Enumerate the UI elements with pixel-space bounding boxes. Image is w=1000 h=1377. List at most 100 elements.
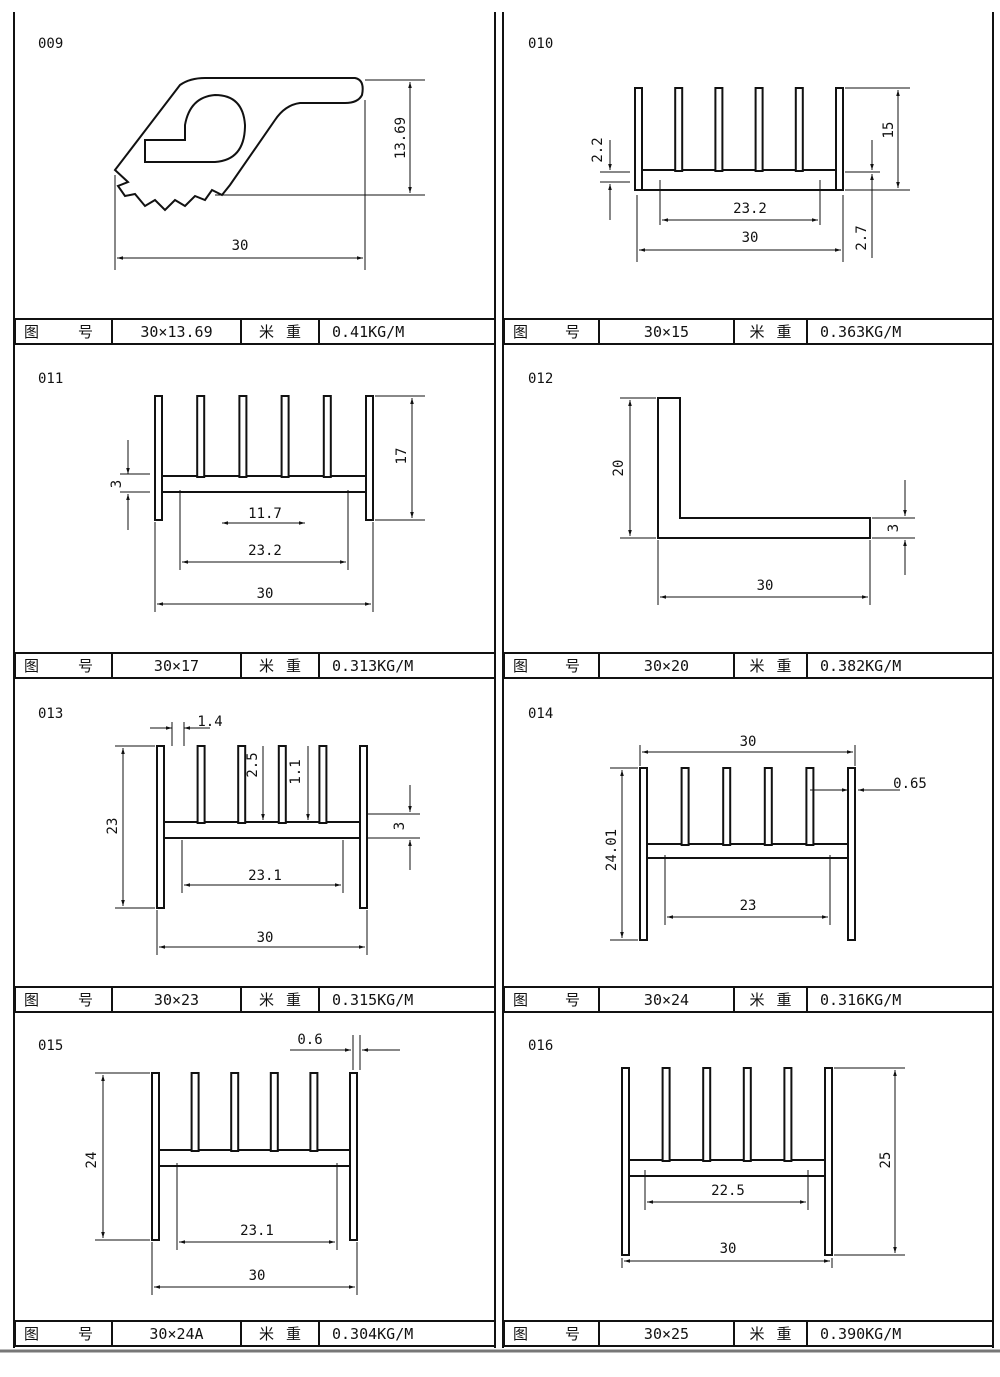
sheet-frame (0, 12, 1000, 1353)
title-block-row: 图号 30×23 米重 0.315KG/M (14, 986, 496, 1013)
profile-014-fin (847, 767, 856, 941)
figure-no-label: 图号 (505, 320, 600, 343)
weight-label: 米重 (242, 654, 320, 677)
dimension-label: 3 (109, 480, 125, 488)
profile-011-fin (280, 395, 290, 478)
profile-014-fin (639, 767, 648, 941)
weight-value: 0.41KG/M (332, 322, 405, 341)
profile-014-fin (680, 767, 690, 846)
figure-no-value: 30×20 (600, 654, 735, 677)
dimension-label: 11.7 (248, 506, 282, 522)
label-char: 图 (24, 1325, 40, 1343)
dimension-label: 30 (742, 230, 759, 246)
dimension-label: 30 (257, 586, 274, 602)
title-block-row: 图号 30×15 米重 0.363KG/M (503, 318, 994, 345)
label-char: 重 (286, 1325, 302, 1343)
dimension-label: 0.65 (893, 776, 927, 792)
label-char: 重 (776, 1325, 792, 1343)
profile-id: 015 (38, 1038, 63, 1054)
label-char: 米 (258, 657, 274, 675)
dimension-label: 0.6 (297, 1032, 322, 1048)
label-char: 米 (258, 323, 274, 341)
label-char: 图 (513, 657, 529, 675)
dimension-label: 2.7 (854, 225, 870, 250)
dimension-label: 13.69 (393, 117, 409, 159)
profile-011-fin (154, 395, 163, 521)
label-char: 图 (513, 1325, 529, 1343)
title-block-row: 图号 30×24 米重 0.316KG/M (503, 986, 994, 1013)
label-char: 图 (513, 323, 529, 341)
label-char: 号 (564, 323, 580, 341)
profile-015-fin (151, 1072, 160, 1241)
weight-label: 米重 (242, 988, 320, 1011)
label-char: 图 (24, 991, 40, 1009)
profile-016-fin (783, 1067, 793, 1162)
label-char: 号 (77, 323, 93, 341)
figure-no-label: 图号 (16, 320, 113, 343)
dimension-label: 17 (394, 448, 410, 465)
dimension-label: 23.2 (248, 543, 282, 559)
dimension-label: 24.01 (604, 829, 620, 871)
profile-013-fin (237, 745, 247, 824)
dimension-label: 2.5 (245, 752, 261, 777)
profile-016-fin (824, 1067, 833, 1256)
label-char: 米 (749, 991, 765, 1009)
label-char: 米 (258, 991, 274, 1009)
dimension-label: 30 (249, 1268, 266, 1284)
dimension-label: 30 (720, 1241, 737, 1257)
dimension-label: 30 (232, 238, 249, 254)
figure-no-value: 30×13.69 (113, 320, 242, 343)
label-char: 米 (749, 657, 765, 675)
label-char: 米 (749, 1325, 765, 1343)
dimension-label: 23.1 (248, 868, 282, 884)
figure-no-label: 图号 (16, 988, 113, 1011)
profile-014-fin (805, 767, 815, 846)
weight-label: 米重 (735, 988, 808, 1011)
dimension-label: 30 (740, 734, 757, 750)
profile-id: 011 (38, 371, 63, 387)
profile-009-cavity (144, 93, 247, 163)
profile-013-fin (359, 745, 368, 909)
weight-value: 0.390KG/M (820, 1324, 902, 1343)
profile-id: 010 (528, 36, 553, 52)
label-char: 号 (564, 991, 580, 1009)
profile-010-fin (794, 87, 804, 172)
label-char: 号 (564, 1325, 580, 1343)
weight-label: 米重 (735, 654, 808, 677)
profile-014-fin (722, 767, 732, 846)
dimension-label: 1.4 (197, 714, 222, 730)
weight-label: 米重 (242, 320, 320, 343)
profile-011-fin (238, 395, 248, 478)
profile-013-base (160, 821, 364, 839)
figure-no-value: 30×17 (113, 654, 242, 677)
label-char: 米 (258, 1325, 274, 1343)
figure-no-label: 图号 (505, 988, 600, 1011)
profile-015-fin (190, 1072, 200, 1152)
label-char: 重 (286, 323, 302, 341)
label-char: 重 (286, 657, 302, 675)
label-char: 图 (24, 323, 40, 341)
figure-no-value: 30×24 (600, 988, 735, 1011)
label-char: 号 (77, 1325, 93, 1343)
profile-014-base (643, 843, 852, 859)
dimension-label: 23 (740, 898, 757, 914)
label-char: 号 (564, 657, 580, 675)
profile-011-base (158, 475, 370, 493)
profile-016-fin (621, 1067, 630, 1256)
profile-010-fin (634, 87, 643, 191)
profile-011-fin (196, 395, 206, 478)
label-char: 米 (749, 323, 765, 341)
profile-013-fin (277, 745, 287, 824)
dimension-label: 24 (84, 1152, 100, 1169)
profile-011-fin (365, 395, 374, 521)
dimension-label: 30 (257, 930, 274, 946)
profile-010-fin (714, 87, 724, 172)
weight-label: 米重 (735, 320, 808, 343)
dimension-label: 30 (757, 578, 774, 594)
weight-value: 0.304KG/M (332, 1324, 414, 1343)
profile-015-fin (309, 1072, 319, 1152)
weight-value: 0.382KG/M (820, 656, 902, 675)
title-block-row: 图号 30×13.69 米重 0.41KG/M (14, 318, 496, 345)
profile-id: 012 (528, 371, 553, 387)
